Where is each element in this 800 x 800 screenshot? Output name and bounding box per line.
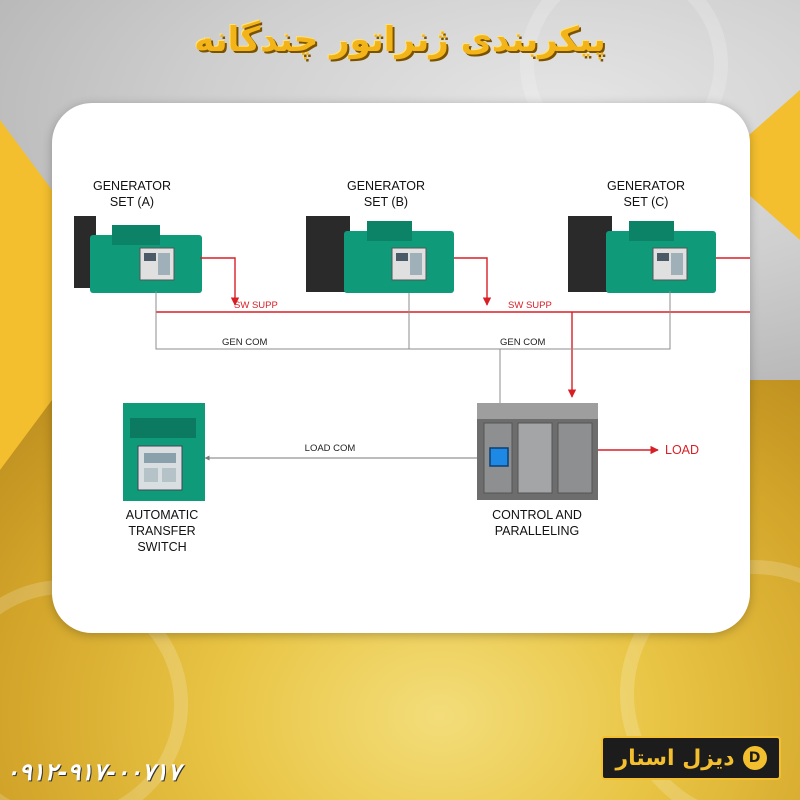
diesel-star-logo: دیزل استار D <box>601 736 781 780</box>
supply-line-a <box>200 257 240 306</box>
diagram-card: GENERATOR SET (A) GENERATOR SET (B) GENE… <box>52 103 750 633</box>
generator-configuration-diagram: GENERATOR SET (A) GENERATOR SET (B) GENE… <box>74 179 750 554</box>
generator-b-label-line2: SET (B) <box>364 195 408 209</box>
gen-com-label-1: GEN COM <box>222 337 267 348</box>
generator-a-label-line1: GENERATOR <box>93 179 171 193</box>
load-label: LOAD <box>665 443 699 457</box>
logo-text: دیزل استار <box>615 745 735 771</box>
generator-c-label-line1: GENERATOR <box>607 179 685 193</box>
generator-set-c <box>568 216 716 293</box>
supply-line-b <box>454 257 492 306</box>
generator-set-a <box>74 216 202 293</box>
logo-mark-icon: D <box>742 746 767 770</box>
ats-label-line3: SWITCH <box>137 540 186 554</box>
control-and-paralleling-switchgear <box>477 403 598 500</box>
generator-b-label-line1: GENERATOR <box>347 179 425 193</box>
sw-supp-label-1: SW SUPP <box>234 300 278 311</box>
page-title: پیکربندی ژنراتور چندگانه <box>194 20 606 60</box>
phone-number: ۰۹۱۲-۹۱۷-۰۰۷۱۷ <box>6 758 181 786</box>
generator-c-label-line2: SET (C) <box>624 195 669 209</box>
load-com-label: LOAD COM <box>305 443 356 454</box>
control-label-line2: PARALLELING <box>495 524 580 538</box>
generator-a-label-line2: SET (A) <box>110 195 154 209</box>
gen-com-bus <box>155 291 671 350</box>
ats-label-line1: AUTOMATIC <box>126 508 198 522</box>
automatic-transfer-switch-cabinet <box>123 403 205 501</box>
control-label-line1: CONTROL AND <box>492 508 582 522</box>
generator-set-b <box>306 216 454 293</box>
ats-label-line2: TRANSFER <box>128 524 195 538</box>
sw-supp-label-2: SW SUPP <box>508 300 552 311</box>
gen-com-label-2: GEN COM <box>500 337 545 348</box>
